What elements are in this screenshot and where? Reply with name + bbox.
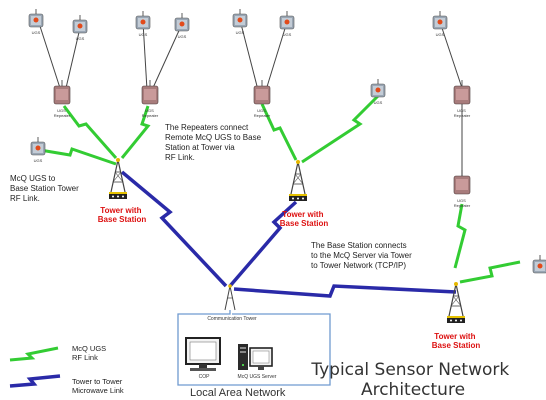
base-station-callout: The Base Station connects to the McQ Ser… — [311, 241, 414, 270]
rf-link-swatch — [9, 346, 59, 362]
ugs-label: UGS — [76, 36, 85, 41]
ugs-icon — [370, 78, 386, 98]
repeater-label-line2: Repeater — [254, 113, 271, 118]
legend: McQ UGS RF Link Tower to Tower Microwave… — [9, 344, 124, 395]
repeaters-callout-line3: Station at Tower via — [165, 143, 235, 152]
base-station-callout-line1: The Base Station connects — [311, 241, 407, 250]
base-station-callout-line3: to Tower Network (TCP/IP) — [311, 261, 406, 270]
ugs-label: UGS — [178, 34, 187, 39]
mcq-ugs-server: McQ UGS Server — [238, 344, 277, 380]
plain-links — [37, 19, 463, 178]
legend-microwave-link-line1: Tower to Tower — [72, 377, 123, 386]
server-monitor-icon — [249, 347, 273, 370]
legend-microwave-link: Tower to Tower Microwave Link — [9, 374, 124, 395]
svg-text:UGS Repeater: UGS Repeater — [454, 108, 471, 118]
ugs-icon — [432, 10, 448, 30]
local-area-network — [177, 310, 331, 386]
antenna-mast-icon — [224, 284, 236, 311]
repeater-label-line1: UGS — [457, 108, 466, 113]
svg-text:Tower with Base Station: Tower with Base Station — [432, 332, 481, 350]
ugs-tower-callout: McQ UGS to Base Station Tower RF Link. — [10, 174, 81, 203]
diagram-title-line2: Architecture — [361, 380, 465, 400]
svg-text:Tower to Tower Microwa: Tower to Tower Microwave Link — [72, 377, 124, 395]
ugs-icon — [135, 10, 151, 30]
legend-rf-link: McQ UGS RF Link — [9, 344, 108, 362]
repeater-label-line1: UGS — [257, 108, 266, 113]
repeater-label-line2: Repeater — [54, 113, 71, 118]
tower-icon — [108, 157, 128, 200]
ugs-label: UGS — [436, 32, 445, 37]
tower-label-line2: Base Station — [432, 341, 481, 350]
repeaters-callout-line2: Remote McQ UGS to Base — [165, 133, 262, 142]
mcq-ugs-server-label: McQ UGS Server — [238, 374, 277, 380]
ugs-label: UGS — [139, 32, 148, 37]
server-tower-icon — [238, 344, 248, 370]
ugs-labels: UGS UGS UGS UGS UGS UGS UGS UGS UGS — [32, 30, 445, 163]
computer-monitor-icon — [185, 337, 221, 371]
tower-label-line1: Tower with — [282, 210, 323, 219]
ugs-label: UGS — [374, 100, 383, 105]
tower-label-line1: Tower with — [100, 206, 141, 215]
svg-text:UGS Repeater: UGS Repeater — [54, 108, 71, 118]
repeater-label-line2: Repeater — [454, 203, 471, 208]
repeater-labels: UGS Repeater UGS Repeater UGS Repeater U… — [54, 108, 471, 208]
ugs-icon — [232, 8, 248, 28]
diagram-title: Typical Sensor Network Architecture — [310, 360, 514, 400]
legend-rf-link-line2: RF Link — [72, 353, 98, 362]
tower-icon — [446, 281, 466, 324]
svg-text:UGS Repeater: UGS Repeater — [454, 198, 471, 208]
legend-rf-link-line1: McQ UGS — [72, 344, 106, 353]
ugs-label: UGS — [34, 158, 43, 163]
ugs-label: UGS — [32, 30, 41, 35]
legend-microwave-link-line2: Microwave Link — [72, 386, 124, 395]
repeater-icon — [141, 79, 159, 105]
svg-text:UGS Repeater: UGS Repeater — [142, 108, 159, 118]
communication-tower-label: Communication Tower — [207, 316, 257, 322]
repeater-label-line1: UGS — [57, 108, 66, 113]
ugs-icon — [279, 10, 295, 30]
microwave-links — [120, 170, 457, 298]
rf-links — [39, 94, 521, 284]
ugs-icon — [30, 136, 46, 156]
microwave-link-swatch — [9, 374, 61, 388]
repeater-label-line2: Repeater — [142, 113, 159, 118]
repeater-label-line1: UGS — [457, 198, 466, 203]
cop-workstation: COP — [185, 337, 221, 380]
ugs-icon — [72, 14, 88, 34]
repeaters-callout: The Repeaters connect Remote McQ UGS to … — [165, 123, 263, 162]
ugs-icon — [532, 254, 546, 274]
svg-text:Tower with Base Station: Tower with Base Station — [280, 210, 329, 228]
svg-text:Tower with Base Station: Tower with Base Station — [98, 206, 147, 224]
repeater-icon — [53, 79, 71, 105]
repeater-label-line1: UGS — [145, 108, 154, 113]
tower-with-base-station-right: Tower with Base Station — [432, 281, 481, 350]
ugs-icon — [28, 8, 44, 28]
local-area-network-label: Local Area Network — [190, 387, 286, 399]
diagram-title-line1: Typical Sensor Network — [310, 360, 509, 380]
cop-label: COP — [199, 374, 211, 380]
ugs-icon — [174, 12, 190, 32]
tower-label-line1: Tower with — [434, 332, 475, 341]
communication-tower: Communication Tower — [207, 284, 257, 322]
tower-with-base-station-left: Tower with Base Station — [98, 157, 147, 224]
svg-text:UGS Repeater: UGS Repeater — [254, 108, 271, 118]
ugs-tower-callout-line3: RF Link. — [10, 194, 40, 203]
ugs-tower-callout-line1: McQ UGS to — [10, 174, 56, 183]
repeater-icon — [453, 169, 471, 195]
base-station-callout-line2: to the McQ Server via Tower — [311, 251, 412, 260]
repeater-icon — [453, 79, 471, 105]
tower-with-base-station-center: Tower with Base Station — [280, 159, 329, 228]
ugs-label: UGS — [236, 30, 245, 35]
tower-icon — [288, 159, 308, 202]
ugs-label: UGS — [283, 32, 292, 37]
tower-label-line2: Base Station — [98, 215, 147, 224]
tower-label-line2: Base Station — [280, 219, 329, 228]
svg-text:McQ UGS RF Link: McQ UGS RF Link — [72, 344, 108, 362]
repeaters-callout-line1: The Repeaters connect — [165, 123, 249, 132]
repeaters-callout-line4: RF Link. — [165, 153, 195, 162]
ugs-tower-callout-line2: Base Station Tower — [10, 184, 79, 193]
repeater-label-line2: Repeater — [454, 113, 471, 118]
